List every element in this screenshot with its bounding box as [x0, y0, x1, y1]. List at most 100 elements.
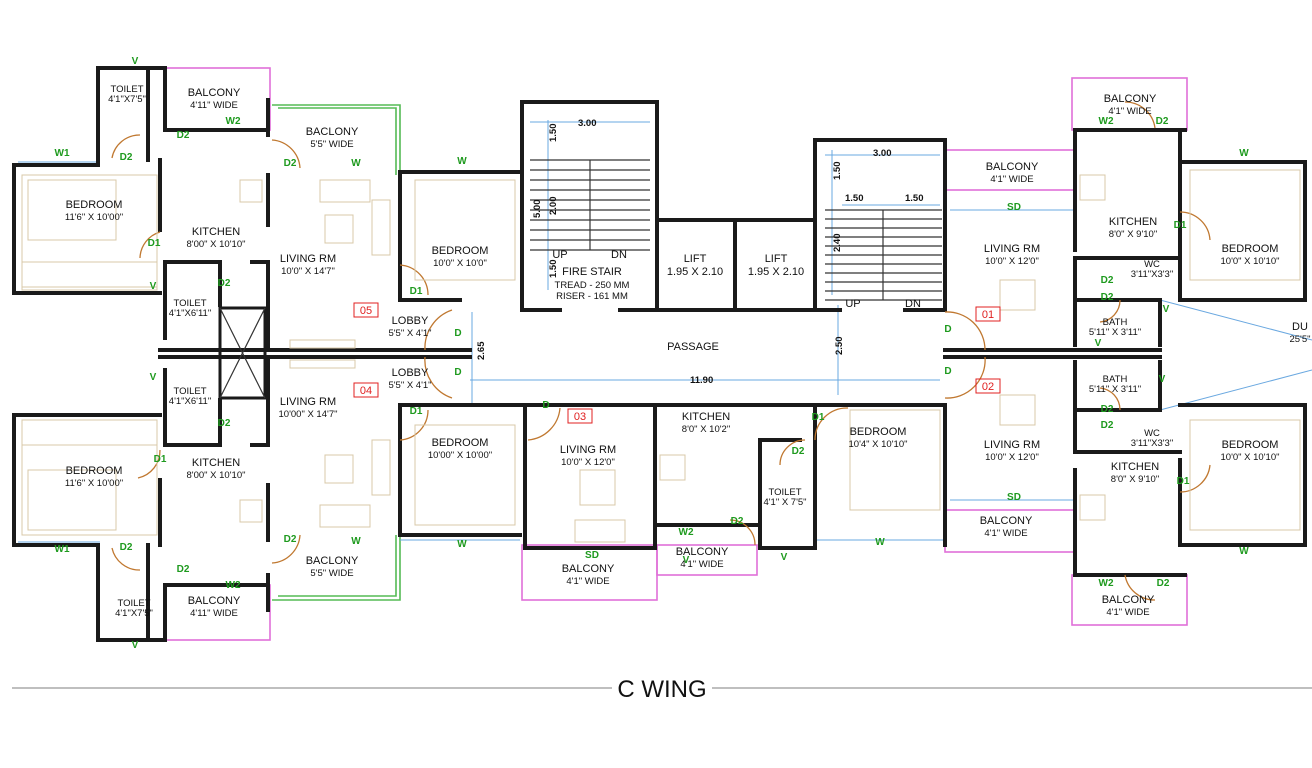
room-size-toilet-03: 4'1" X 7'5"	[763, 497, 806, 508]
room-size-toilet-tl: 4'1"X7'5"	[108, 94, 146, 105]
dim-stair-landing: 1.50	[548, 124, 559, 143]
opening-tag-v: V	[150, 281, 157, 292]
opening-tag-w1: W1	[55, 544, 70, 555]
room-name-bath-2: BATH	[1103, 374, 1128, 385]
room-name-toilet-ml1: TOILET	[173, 298, 206, 309]
stair-treads	[530, 159, 942, 301]
room-name-lobby-1: LOBBY	[392, 315, 429, 327]
room-name-kitchen-tl: KITCHEN	[192, 226, 240, 238]
room-size-bedroom-05: 10'0" X 10'0"	[433, 258, 487, 269]
opening-tag-v: V	[132, 56, 139, 67]
unit-number-05: 05	[360, 305, 372, 317]
dimensions: 3.00 1.50 5.00 2.00 1.50 3.00 1.50 1.50 …	[476, 118, 924, 386]
room-size-bedroom-tr: 10'0" X 10'10"	[1221, 256, 1280, 267]
dim-passage-height: 2.50	[834, 337, 845, 356]
opening-tag-sd: SD	[585, 550, 599, 561]
room-name-kitchen-br: KITCHEN	[1111, 461, 1159, 473]
room-name-duct: DU	[1292, 321, 1308, 333]
room-size-toilet-bl: 4'1"X7'5"	[115, 608, 153, 619]
opening-tag-d: D	[944, 366, 951, 377]
room-size-toilet-ml2: 4'1"X6'11"	[169, 396, 211, 407]
opening-tag-d: D	[454, 328, 461, 339]
passage-label: PASSAGE	[667, 341, 719, 353]
room-name-wc-1: WC	[1144, 259, 1160, 270]
opening-tag-w2: W2	[679, 527, 694, 538]
room-name-lobby-2: LOBBY	[392, 367, 429, 379]
room-size-balcony-bl: 4'11" WIDE	[190, 608, 238, 619]
wing-title: C WING	[617, 676, 706, 703]
room-name-toilet-ml2: TOILET	[173, 386, 206, 397]
unit-badge-01	[975, 306, 1001, 322]
room-name-balcony-03b: BALCONY	[676, 546, 729, 558]
opening-tag-v: V	[150, 372, 157, 383]
room-size-living-02: 10'0" X 12'0"	[985, 452, 1039, 463]
room-size-balcony-03b: 4'1" WIDE	[680, 559, 723, 570]
dim-stair2-half-1: 1.50	[845, 193, 864, 204]
opening-tag-d1: D1	[1174, 220, 1187, 231]
walls	[12, 66, 1307, 642]
opening-tag-d2: D2	[284, 534, 297, 545]
room-size-kitchen-tl: 8'00" X 10'10"	[187, 239, 246, 250]
room-name-wc-2: WC	[1144, 428, 1160, 439]
opening-tag-v: V	[1159, 374, 1166, 385]
opening-tag-d: D	[454, 367, 461, 378]
opening-tag-v: V	[781, 552, 788, 563]
dim-stair-landing-2: 1.50	[548, 260, 559, 279]
opening-tag-d: D	[542, 400, 549, 411]
room-size-bedroom-bl: 11'6" X 10'00"	[65, 478, 123, 489]
wing-title-group: C WING	[12, 676, 1312, 703]
opening-tag-w2: W2	[226, 116, 241, 127]
unit-number-03: 03	[574, 411, 586, 423]
dim-stair2-landing: 1.50	[832, 162, 843, 181]
room-size-balcony-tl: 4'11" WIDE	[190, 100, 238, 111]
room-size-bath-1: 5'11" X 3'11"	[1089, 327, 1141, 338]
room-name-bedroom-br: BEDROOM	[1222, 439, 1279, 451]
room-name-toilet-bl: TOILET	[117, 598, 150, 609]
opening-tag-w: W	[1239, 148, 1249, 159]
room-size-bedroom-tl: 11'6" X 10'00"	[65, 212, 123, 223]
room-name-living-03: LIVING RM	[560, 444, 616, 456]
room-name-living-04: LIVING RM	[280, 396, 336, 408]
room-size-kitchen-tr: 8'0" X 9'10"	[1109, 229, 1157, 240]
opening-tag-w: W	[457, 156, 467, 167]
lift-1-label: LIFT	[684, 253, 707, 265]
room-size-balcony-03a: 4'1" WIDE	[566, 576, 609, 587]
opening-tag-d2: D2	[120, 542, 133, 553]
room-size-bedroom-br: 10'0" X 10'10"	[1221, 452, 1280, 463]
dim-lobby-height: 2.65	[476, 341, 487, 360]
tread-label: TREAD - 250 MM	[555, 280, 630, 291]
room-size-balcony-br: 4'1" WIDE	[1106, 607, 1149, 618]
opening-tag-d2: D2	[1157, 578, 1170, 589]
room-name-kitchen-03: KITCHEN	[682, 411, 730, 423]
dim-stair2-width: 3.00	[873, 148, 892, 159]
room-size-lobby-2: 5'5" X 4'1"	[388, 380, 431, 391]
room-name-bedroom-04: BEDROOM	[432, 437, 489, 449]
room-size-kitchen-bl: 8'00" X 10'10"	[187, 470, 246, 481]
room-size-bath-2: 5'11" X 3'11"	[1089, 384, 1141, 395]
room-name-baclony-bl: BACLONY	[306, 555, 359, 567]
room-size-kitchen-03: 8'0" X 10'2"	[682, 424, 730, 435]
room-size-toilet-ml1: 4'1"X6'11"	[169, 308, 211, 319]
room-size-living-04: 10'00" X 14'7"	[279, 409, 338, 420]
opening-tag-w: W	[351, 536, 361, 547]
room-size-duct: 25'5"	[1289, 334, 1310, 345]
unit-number-02: 02	[982, 381, 994, 393]
opening-tag-d2: D2	[792, 446, 805, 457]
opening-tag-v: V	[1163, 304, 1170, 315]
opening-tag-d2: D2	[218, 278, 231, 289]
stair-up-label-2: UP	[845, 298, 860, 310]
dim-stair-width: 3.00	[578, 118, 597, 129]
stair-dn-label-2: DN	[905, 298, 921, 310]
room-size-wc-2: 3'11"X3'3"	[1131, 438, 1173, 449]
opening-tag-w: W	[457, 539, 467, 550]
room-name-balcony-02: BALCONY	[980, 515, 1033, 527]
unit-badge-05	[353, 302, 379, 318]
opening-tag-w1: W1	[55, 148, 70, 159]
room-name-bath-1: BATH	[1103, 317, 1128, 328]
room-name-bedroom-05: BEDROOM	[432, 245, 489, 257]
opening-tag-v: V	[1095, 338, 1102, 349]
opening-tag-d2: D2	[177, 564, 190, 575]
